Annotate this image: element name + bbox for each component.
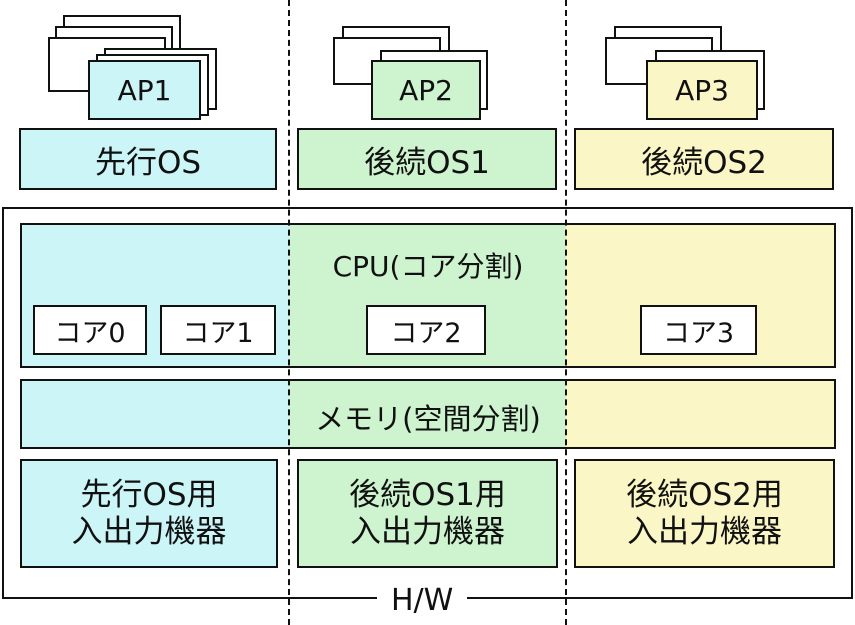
io-preceding-line1: 先行OS用	[80, 476, 218, 513]
core-0: コア0	[33, 305, 147, 355]
ap3-window: AP3	[646, 60, 758, 120]
io-os1-line2: 入出力機器	[350, 513, 505, 550]
core-3: コア3	[640, 305, 757, 355]
ap1-window: AP1	[88, 60, 201, 120]
core-1: コア1	[160, 305, 276, 355]
cpu-label: CPU(コア分割)	[332, 250, 524, 283]
io-os2-line2: 入出力機器	[627, 513, 782, 550]
io-devices-os2: 後続OS2用 入出力機器	[574, 459, 835, 568]
memory-label: メモリ(空間分割)	[315, 402, 541, 436]
memory-region-preceding	[20, 379, 290, 449]
os-preceding: 先行OS	[19, 128, 277, 190]
core-2: コア2	[366, 305, 486, 355]
hardware-label: H/W	[377, 583, 468, 618]
io-os1-line1: 後続OS1用	[349, 476, 506, 513]
io-devices-os1: 後続OS1用 入出力機器	[297, 459, 558, 568]
io-preceding-line2: 入出力機器	[71, 513, 227, 550]
memory-region-os1	[290, 379, 566, 449]
divider-os1-os2	[565, 0, 567, 625]
ap2-window: AP2	[371, 60, 481, 120]
divider-preceding-os1	[288, 0, 290, 625]
os-subsequent-2: 後続OS2	[574, 128, 834, 190]
memory-region-os2	[566, 379, 836, 449]
io-os2-line1: 後続OS2用	[626, 476, 783, 513]
os-subsequent-1: 後続OS1	[297, 128, 557, 190]
io-devices-preceding: 先行OS用 入出力機器	[20, 459, 278, 568]
